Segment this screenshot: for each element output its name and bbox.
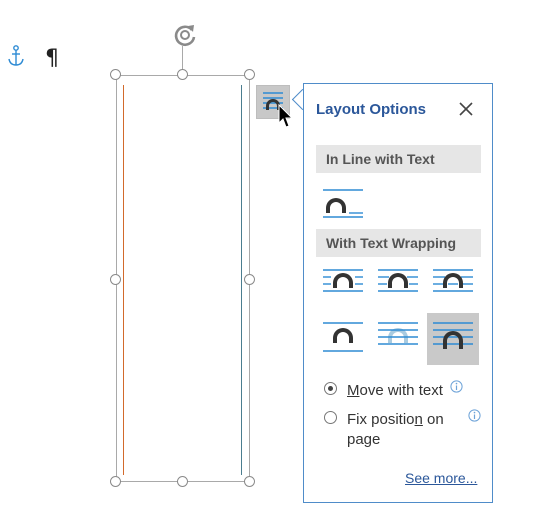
layout-options-icon	[263, 92, 283, 110]
rotate-handle-icon[interactable]	[170, 20, 200, 50]
wrap-option-in-front-of-text[interactable]	[427, 313, 479, 365]
shape-left-edge	[123, 85, 124, 475]
wrap-inline-icon	[323, 189, 363, 218]
wrap-square-icon	[323, 269, 363, 292]
info-icon[interactable]	[450, 380, 463, 393]
shape-right-edge	[241, 85, 242, 475]
resize-handle-left[interactable]	[110, 274, 121, 285]
see-more-link[interactable]: See more...	[405, 470, 478, 486]
resize-handle-top-right[interactable]	[244, 69, 255, 80]
anchor-icon[interactable]	[6, 44, 26, 68]
radio-label-move-with-text: Move with text	[347, 382, 443, 399]
paragraph-mark: ¶	[45, 46, 59, 71]
info-icon[interactable]	[468, 409, 481, 422]
wrap-in-front-of-text-icon	[433, 322, 473, 349]
resize-handle-bottom-left[interactable]	[110, 476, 121, 487]
wrap-top-bottom-icon	[323, 322, 363, 352]
resize-handle-top-left[interactable]	[110, 69, 121, 80]
panel-title: Layout Options	[316, 101, 426, 118]
wrap-option-inline[interactable]	[317, 178, 369, 230]
radio-move-with-text[interactable]: Move with text	[324, 381, 474, 401]
wrap-option-square[interactable]	[317, 260, 369, 312]
radio-button-unchecked[interactable]	[324, 411, 337, 424]
wrap-option-behind-text[interactable]	[372, 313, 424, 365]
rotation-stem	[182, 46, 183, 70]
mouse-cursor-icon	[278, 104, 294, 128]
close-icon[interactable]	[454, 97, 478, 121]
resize-handle-bottom-right[interactable]	[244, 476, 255, 487]
shape-frame[interactable]	[116, 75, 250, 482]
wrap-through-icon	[433, 269, 473, 292]
layout-options-panel: Layout Options In Line with Text With Te…	[303, 83, 493, 503]
resize-handle-top[interactable]	[177, 69, 188, 80]
wrap-option-top-bottom[interactable]	[317, 313, 369, 365]
wrap-option-through[interactable]	[427, 260, 479, 312]
wrap-tight-icon	[378, 269, 418, 292]
resize-handle-right[interactable]	[244, 274, 255, 285]
section-header-wrapping: With Text Wrapping	[316, 229, 481, 257]
section-header-inline: In Line with Text	[316, 145, 481, 173]
wrap-behind-text-icon	[378, 322, 418, 345]
radio-button-checked[interactable]	[324, 382, 337, 395]
wrap-option-tight[interactable]	[372, 260, 424, 312]
resize-handle-bottom[interactable]	[177, 476, 188, 487]
